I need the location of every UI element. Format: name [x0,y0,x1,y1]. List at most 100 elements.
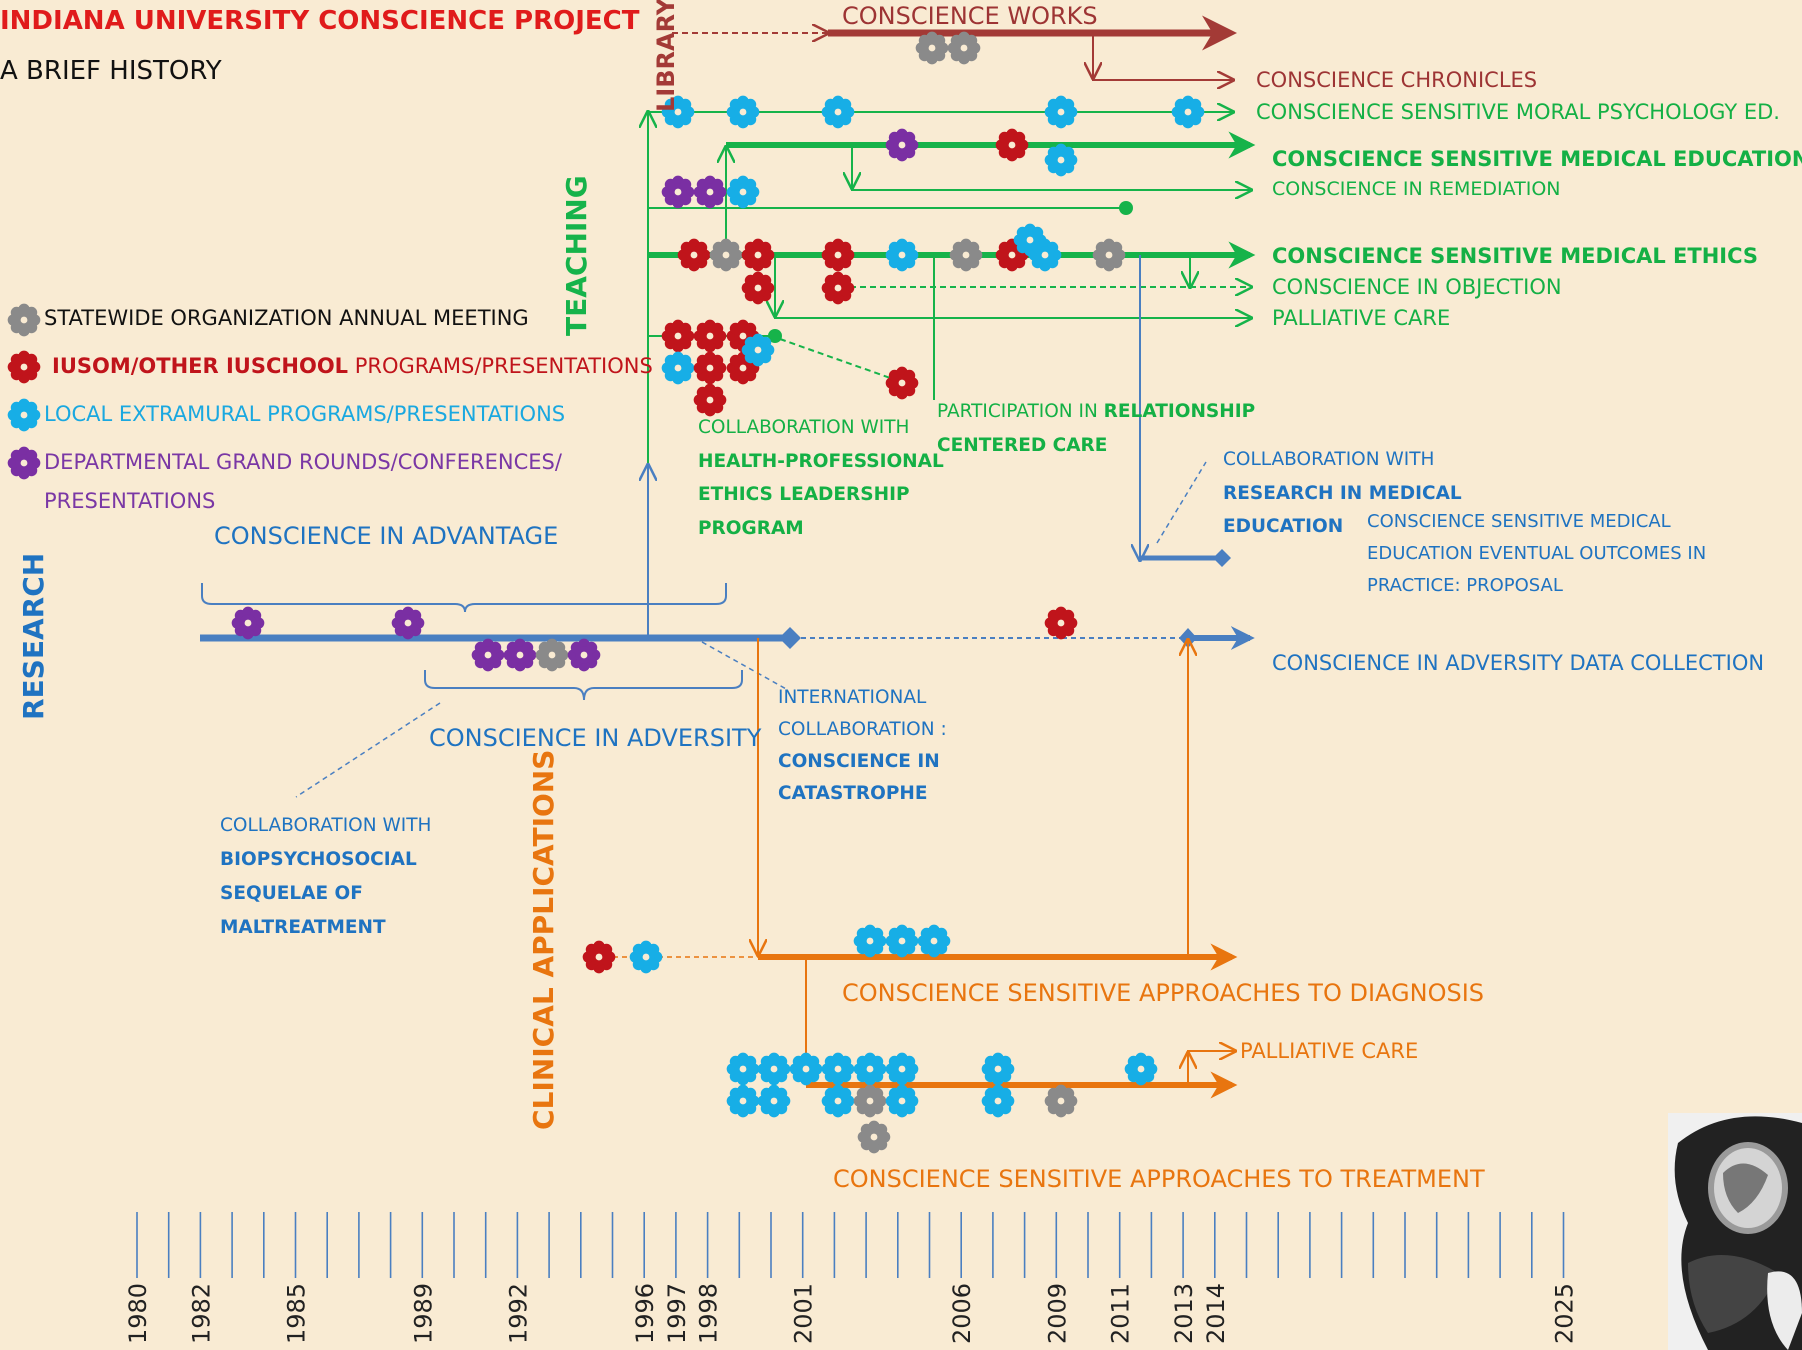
research-end-diamond [779,627,801,649]
local-extramural-marker [885,238,919,272]
legend-iusom: IUSOM/OTHER IUSCHOOL PROGRAMS/PRESENTATI… [52,354,653,378]
timeline-year-label: 1996 [631,1283,659,1344]
track-chronicles: CONSCIENCE CHRONICLES [1256,68,1538,92]
local-extramural-marker [821,1084,855,1118]
note-bsm-2: BIOPSYCHOSOCIAL [220,849,417,870]
track-objection: CONSCIENCE IN OBJECTION [1272,275,1562,299]
legend-departmental-2: PRESENTATIONS [44,489,216,513]
local-extramural-marker [885,1084,919,1118]
teaching-axis-label: TEACHING [560,175,593,336]
local-extramural-marker [7,398,41,432]
iusom-program-marker [677,238,711,272]
track-palliative-teach: PALLIATIVE CARE [1272,306,1451,330]
library-track [672,15,1237,80]
timeline-year-label: 2014 [1202,1283,1230,1344]
local-extramural-marker [1044,95,1078,129]
timeline-year-label: 2013 [1170,1283,1198,1344]
timeline-year-label: 2001 [790,1283,818,1344]
timeline-year-label: 1997 [663,1283,691,1344]
legend-iusom-bold: IUSOM/OTHER IUSCHOOL [52,354,349,378]
statewide-meeting-marker [535,638,569,672]
track-remediation: CONSCIENCE IN REMEDIATION [1272,178,1561,200]
statewide-meeting-marker [1044,1084,1078,1118]
iusom-program-marker [693,351,727,385]
intl-dashed-note [701,641,789,691]
local-extramural-marker [917,924,951,958]
local-extramural-marker [741,333,775,367]
library-axis-label: LIBRARY [652,0,680,112]
note-hpel-4: PROGRAM [698,518,804,539]
local-extramural-marker [757,1052,791,1086]
note-rcc-2: RELATIONSHIP [1103,401,1256,422]
track-palliative-clin: PALLIATIVE CARE [1240,1039,1419,1063]
departmental-rounds-marker [391,606,425,640]
palliative-clin-branch [1187,1051,1235,1085]
note-proposal-2: EDUCATION EVENTUAL OUTCOMES IN [1367,543,1707,564]
local-extramural-marker [981,1084,1015,1118]
legend-iusom-rest: PROGRAMS/PRESENTATIONS [348,354,653,378]
note-bsm-4: MALTREATMENT [220,917,386,938]
note-rime-1: COLLABORATION WITH [1223,449,1435,470]
departmental-rounds-marker [471,638,505,672]
departmental-rounds-marker [503,638,537,672]
timeline-year-label: 1980 [124,1283,152,1344]
note-proposal-3: PRACTICE: PROPOSAL [1367,575,1563,596]
local-extramural-marker [661,351,695,385]
statewide-meeting-marker [857,1120,891,1154]
note-bsm-1: COLLABORATION WITH [220,815,432,836]
note-intl-3: CONSCIENCE IN [778,751,940,772]
track-moral-psych: CONSCIENCE SENSITIVE MORAL PSYCHOLOGY ED… [1256,100,1780,124]
track-med-ed: CONSCIENCE SENSITIVE MEDICAL EDUCATION [1272,147,1802,171]
note-rime-3: EDUCATION [1223,516,1344,537]
local-extramural-marker [629,940,663,974]
note-rcc-1: PARTICIPATION IN [937,401,1104,422]
track-works: CONSCIENCE WORKS [842,2,1098,30]
iusom-program-marker [821,238,855,272]
local-extramural-marker [661,95,695,129]
track-adversity: CONSCIENCE IN ADVERSITY [429,724,762,752]
timeline-year-label: 1989 [409,1283,437,1344]
local-extramural-marker [1044,143,1078,177]
note-rcc-3: CENTERED CARE [937,435,1108,456]
iusom-program-marker [582,940,616,974]
research-track [200,255,1255,798]
local-extramural-marker [726,175,760,209]
local-extramural-marker [789,1052,823,1086]
departmental-rounds-marker [567,638,601,672]
rime-diamond [1213,549,1231,567]
local-extramural-marker [726,1052,760,1086]
statewide-meeting-marker [7,303,41,337]
advantage-brace [201,583,727,613]
iusom-program-marker [885,366,919,400]
iusom-program-marker [741,271,775,305]
local-extramural-marker [757,1084,791,1118]
iusom-program-marker [661,319,695,353]
statewide-meeting-marker [915,31,949,65]
local-extramural-marker [981,1052,1015,1086]
track-adversity-data: CONSCIENCE IN ADVERSITY DATA COLLECTION [1272,651,1765,675]
statewide-meeting-marker [853,1084,887,1118]
local-extramural-marker [726,95,760,129]
timeline-year-label: 1992 [504,1283,532,1344]
timeline-year-label: 2025 [1551,1283,1579,1344]
iusom-program-marker [726,351,760,385]
statewide-meeting-marker [709,238,743,272]
statewide-meeting-marker [1092,238,1126,272]
timeline-year-label: 1985 [283,1283,311,1344]
iusom-program-marker [693,319,727,353]
track-advantage: CONSCIENCE IN ADVANTAGE [214,522,559,550]
legend-local: LOCAL EXTRAMURAL PROGRAMS/PRESENTATIONS [44,402,566,426]
note-bsm-3: SEQUELAE OF [220,883,363,904]
note-hpel-1: COLLABORATION WITH [698,417,910,438]
timeline-year-label: 1998 [695,1283,723,1344]
local-extramural-marker [726,1084,760,1118]
local-extramural-marker [885,924,919,958]
research-axis-label: RESEARCH [17,552,50,720]
local-extramural-marker [1171,95,1205,129]
local-extramural-marker [853,924,887,958]
note-proposal-1: CONSCIENCE SENSITIVE MEDICAL [1367,511,1671,532]
event-markers [7,31,1205,1154]
departmental-rounds-marker [693,175,727,209]
statewide-meeting-marker [949,238,983,272]
